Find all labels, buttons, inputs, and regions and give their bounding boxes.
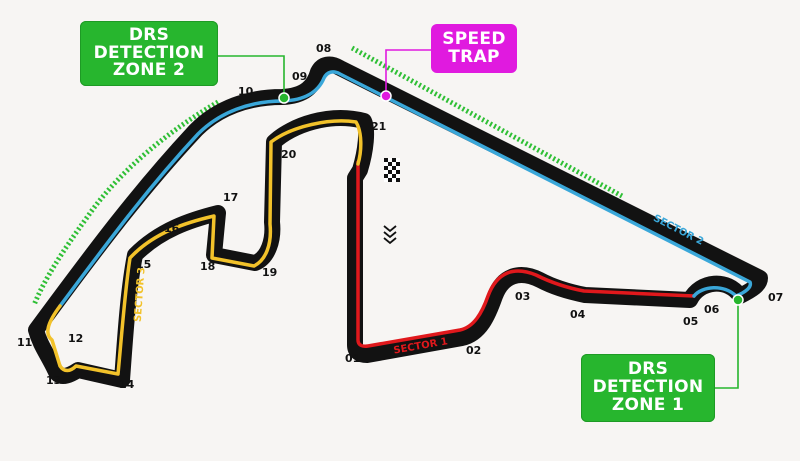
turn-label-21: 21: [371, 120, 386, 133]
drs-zone-1-line-2: DETECTION: [592, 377, 704, 398]
turn-label-10: 10: [238, 85, 254, 98]
drs-zone-1-line-3: ZONE 1: [611, 394, 685, 415]
chequered-flag-icon: [384, 158, 400, 182]
drs-zone-2-line-2: DETECTION: [93, 42, 205, 63]
turn-label-12: 12: [68, 332, 83, 345]
turn-label-09: 09: [292, 70, 307, 83]
drs-detection-zone-2-callout: DRS DETECTION ZONE 2: [80, 21, 218, 86]
turn-label-16: 16: [164, 222, 180, 235]
turn-label-08: 08: [316, 42, 331, 55]
speed-trap-connector: [385, 49, 431, 96]
drs-detection-zone-1-callout: DRS DETECTION ZONE 1: [581, 354, 715, 422]
turn-label-15: 15: [136, 258, 151, 271]
drs-zone-2-line-3: ZONE 2: [112, 60, 186, 81]
drs-zone-2-line-1: DRS: [128, 24, 170, 45]
turn-label-20: 20: [281, 148, 297, 161]
drs-zone-2-marker: [278, 92, 290, 104]
turn-label-07: 07: [768, 291, 783, 304]
drs-zone-line-main-straight: [350, 45, 624, 199]
sector-1-line: [356, 160, 696, 348]
turn-label-06: 06: [704, 303, 720, 316]
drs-zone-1-connector: [715, 300, 739, 389]
speed-trap-callout: SPEED TRAP: [431, 24, 517, 73]
turn-label-14: 14: [119, 378, 135, 391]
turn-label-02: 02: [466, 344, 481, 357]
drs-zone-line-back-straight: [31, 99, 220, 306]
drs-zone-2-connector: [218, 55, 285, 98]
turn-label-13: 13: [46, 374, 61, 387]
drs-zone-1-marker: [732, 294, 744, 306]
turn-label-05: 05: [683, 315, 698, 328]
turn-label-03: 03: [515, 290, 530, 303]
turn-label-11: 11: [17, 336, 32, 349]
turn-label-01: 01: [345, 352, 360, 365]
sector-2-line: [58, 70, 753, 308]
turn-label-18: 18: [200, 260, 215, 273]
sector-3-label: SECTOR 3: [133, 267, 148, 323]
drs-zone-1-line-1: DRS: [627, 359, 669, 380]
turn-label-19: 19: [262, 266, 277, 279]
direction-chevrons-icon: [383, 225, 397, 245]
speed-trap-line-2: TRAP: [448, 46, 500, 67]
turn-label-04: 04: [570, 308, 586, 321]
speed-trap-line-1: SPEED: [442, 28, 506, 49]
sector-3-line: [46, 119, 363, 376]
speed-trap-marker: [380, 90, 392, 102]
turn-label-17: 17: [223, 191, 238, 204]
